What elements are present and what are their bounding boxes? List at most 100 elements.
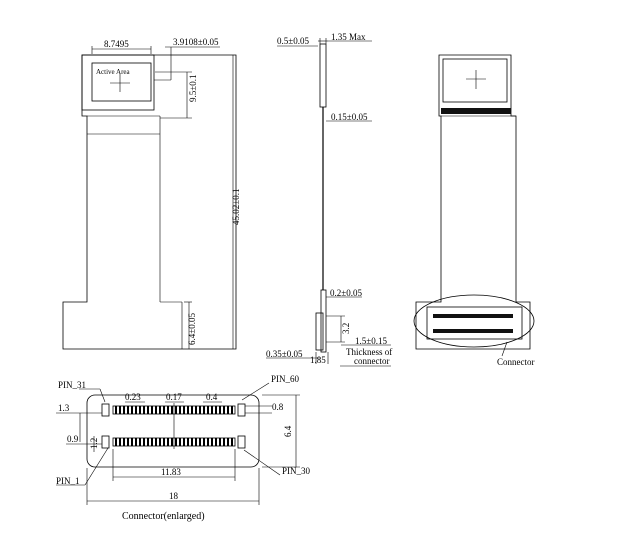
connector-pin xyxy=(147,438,149,446)
connector-pin xyxy=(187,406,189,414)
dim-12: 1.2 xyxy=(89,438,99,449)
connector-pin xyxy=(127,406,129,414)
connector-pin xyxy=(175,438,177,446)
dim-width: 8.7495 xyxy=(104,39,129,49)
dim-vertical-offset: 9.5±0.1 xyxy=(188,75,198,102)
connector-pin xyxy=(199,438,201,446)
connector-pin xyxy=(195,438,197,446)
connector-pin xyxy=(135,406,137,414)
side-view: 0.5±0.05 1.35 Max 0.15±0.05 0.2±0.05 3.2… xyxy=(266,32,392,367)
connector-pin xyxy=(203,438,205,446)
dim-023: 0.23 xyxy=(125,392,141,402)
pin-60-label: PIN_60 xyxy=(271,374,300,384)
connector-pin xyxy=(211,438,213,446)
connector-pin xyxy=(143,438,145,446)
connector-pin xyxy=(183,438,185,446)
dim-13: 1.3 xyxy=(58,403,70,413)
dim-max: 1.35 Max xyxy=(331,32,366,42)
connector-pin xyxy=(163,438,165,446)
connector-pin xyxy=(187,438,189,446)
back-pin-row-bottom xyxy=(433,329,513,333)
dim-length: 45.02±0.1 xyxy=(231,189,241,225)
connector-pin xyxy=(167,406,169,414)
dim-connector-height: 3.2 xyxy=(341,323,351,334)
dim-1183: 11.83 xyxy=(161,467,181,477)
connector-pin xyxy=(219,406,221,414)
connector-pin xyxy=(167,438,169,446)
connector-pin xyxy=(119,438,121,446)
connector-pin xyxy=(151,406,153,414)
connector-pin xyxy=(231,438,233,446)
mount-pad-left-bottom xyxy=(101,435,110,449)
connector-pin xyxy=(151,438,153,446)
connector-pin xyxy=(171,406,173,414)
connector-pin xyxy=(191,406,193,414)
side-stiffener xyxy=(320,289,327,353)
connector-pin xyxy=(123,438,125,446)
pin-row-bottom-teeth xyxy=(115,438,233,446)
thickness-line2: connector xyxy=(354,356,389,366)
connector-pin xyxy=(127,438,129,446)
connector-pin xyxy=(227,438,229,446)
dim-bottom-left: 0.35±0.05 xyxy=(266,349,303,359)
dim-fpc: 0.15±0.05 xyxy=(331,112,368,122)
back-module-outline xyxy=(415,54,531,350)
dim-offset: 3.9108±0.05 xyxy=(173,37,219,47)
connector-highlight xyxy=(413,294,535,348)
connector-pin xyxy=(199,406,201,414)
dim-09: 0.9 xyxy=(67,434,79,444)
connector-pin xyxy=(139,406,141,414)
back-connector-body xyxy=(426,306,523,340)
dim-connector-thk: 1.5±0.15 xyxy=(355,336,387,346)
pin-30-label: PIN_30 xyxy=(282,466,311,476)
connector-pin xyxy=(195,406,197,414)
connector-label: Connector xyxy=(497,357,535,367)
connector-pin xyxy=(159,406,161,414)
connector-pin xyxy=(179,406,181,414)
front-lcd-glass xyxy=(81,54,155,111)
dim-stiffener: 0.2±0.05 xyxy=(330,288,362,298)
connector-pin xyxy=(171,438,173,446)
front-module-outline xyxy=(62,54,237,350)
connector-pin xyxy=(175,406,177,414)
dim-08: 0.8 xyxy=(272,402,284,412)
connector-pin xyxy=(115,438,117,446)
back-view: Connector xyxy=(413,54,535,367)
connector-pin xyxy=(207,406,209,414)
connector-body xyxy=(86,394,260,468)
connector-pin xyxy=(219,438,221,446)
dim-04: 0.4 xyxy=(206,392,218,402)
side-connector xyxy=(315,312,324,351)
connector-pin xyxy=(231,406,233,414)
connector-pin xyxy=(119,406,121,414)
connector-pin xyxy=(215,406,217,414)
mount-pad-right-top xyxy=(237,403,246,417)
connector-pin xyxy=(207,438,209,446)
connector-pin xyxy=(115,406,117,414)
connector-pin xyxy=(139,438,141,446)
connector-pin xyxy=(179,438,181,446)
connector-caption: Connector(enlarged) xyxy=(122,511,205,522)
mount-pad-right-bottom xyxy=(237,435,246,449)
connector-pin xyxy=(131,406,133,414)
connector-pin xyxy=(131,438,133,446)
side-glass-block xyxy=(319,43,327,108)
connector-pin xyxy=(155,406,157,414)
dim-bottom: 1.85 xyxy=(310,355,326,365)
connector-pin xyxy=(211,406,213,414)
dim-017: 0.17 xyxy=(166,392,182,402)
connector-pin xyxy=(143,406,145,414)
connector-detail: PIN_31 PIN_60 PIN_1 PIN_30 0.23 0.17 0.4… xyxy=(56,374,311,522)
thickness-line1: Thickness of xyxy=(346,347,392,357)
connector-pin xyxy=(147,406,149,414)
connector-pin xyxy=(155,438,157,446)
connector-pin xyxy=(223,406,225,414)
connector-pin xyxy=(163,406,165,414)
active-area xyxy=(91,62,152,102)
active-area-label: Active Area xyxy=(96,68,131,76)
pin-row-top-teeth xyxy=(115,406,233,414)
dim-top-left: 0.5±0.05 xyxy=(277,36,309,46)
connector-pin xyxy=(135,438,137,446)
front-view: Active Area 8.7495 3.9108±0.05 9.5±0.1 4… xyxy=(62,37,241,350)
